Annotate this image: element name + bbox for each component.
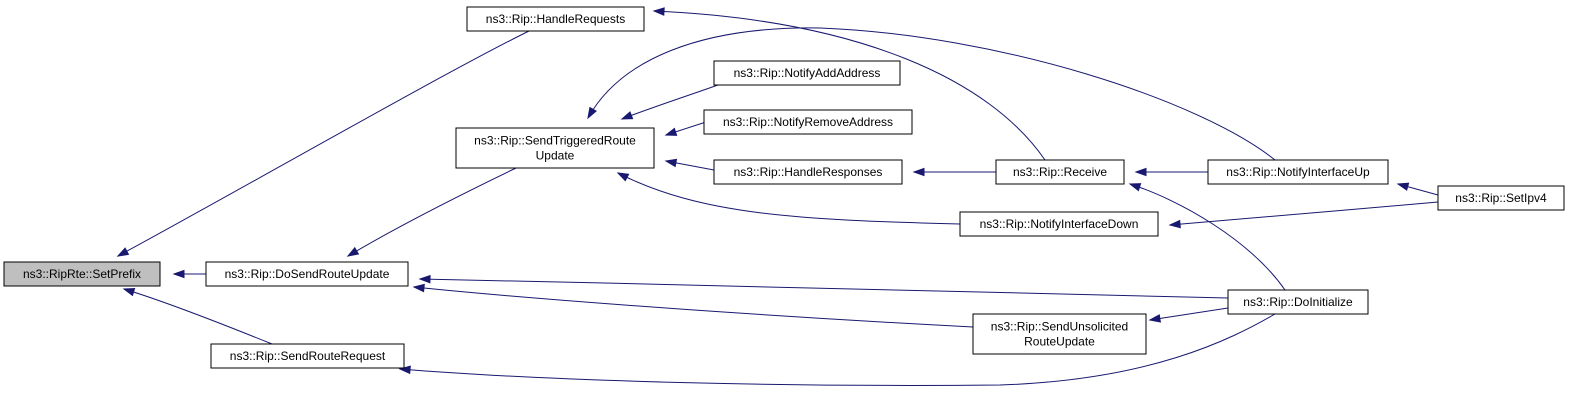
node-box	[1207, 159, 1389, 185]
node-label: ns3::Rip::DoSendRouteUpdate	[225, 267, 390, 281]
node-label: Update	[536, 149, 575, 163]
arrowhead	[620, 111, 634, 120]
edge-line	[653, 10, 1046, 161]
node-box	[1227, 289, 1369, 315]
edge-dosendroute-to-setprefix	[172, 269, 206, 279]
node-label: ns3::Rip::SendRouteRequest	[230, 349, 386, 363]
edge-line	[1129, 183, 1286, 291]
node-box	[3, 261, 161, 287]
node-handleresponses[interactable]: ns3::Rip::HandleResponses	[713, 159, 903, 185]
node-setipv4[interactable]: ns3::Rip::SetIpv4	[1437, 185, 1565, 211]
node-box	[205, 261, 409, 287]
nodes-layer: ns3::RipRte::SetPrefix ns3::Rip::HandleRe…	[3, 6, 1565, 369]
edge-doinitialize-to-sendunsolicited	[1148, 307, 1229, 323]
node-dosendroute[interactable]: ns3::Rip::DoSendRouteUpdate	[205, 261, 409, 287]
edge-doinitialize-to-sendrouterequest	[398, 313, 1276, 386]
edges-layer	[116, 7, 1439, 386]
edge-handlerequests-to-setprefix	[116, 30, 530, 257]
node-label: ns3::Rip::NotifyAddAddress	[734, 66, 881, 80]
arrowhead	[398, 365, 411, 375]
edge-notifyremove-to-sendtriggered	[664, 121, 707, 136]
arrowhead	[652, 7, 665, 16]
node-label: ns3::Rip::NotifyInterfaceUp	[1226, 165, 1370, 179]
edge-notifydown-to-sendtriggered	[616, 172, 961, 225]
node-box	[959, 211, 1159, 237]
node-notifydown[interactable]: ns3::Rip::NotifyInterfaceDown	[959, 211, 1159, 237]
node-label: ns3::Rip::HandleResponses	[734, 165, 883, 179]
node-label: ns3::Rip::Receive	[1013, 165, 1107, 179]
node-box	[972, 313, 1147, 355]
arrowhead	[1128, 183, 1142, 192]
edge-line	[413, 286, 974, 328]
edge-setipv4-to-notifydown	[1168, 201, 1439, 229]
arrowhead	[172, 269, 185, 279]
edge-notifyadd-to-sendtriggered	[620, 84, 719, 120]
edge-line	[399, 313, 1276, 386]
arrowhead	[346, 246, 360, 257]
node-box	[713, 159, 903, 185]
arrowhead	[616, 172, 630, 182]
node-notifyremove[interactable]: ns3::Rip::NotifyRemoveAddress	[703, 109, 913, 135]
edge-line	[617, 172, 961, 225]
arrowhead	[1396, 182, 1410, 191]
node-label: ns3::Rip::HandleRequests	[486, 12, 625, 26]
edge-sendtriggered-to-dosendroute	[346, 167, 517, 257]
arrowhead	[664, 158, 678, 168]
node-label: ns3::Rip::SendTriggeredRoute	[474, 134, 636, 148]
node-box	[995, 159, 1125, 185]
arrowhead	[1148, 314, 1162, 323]
arrowhead	[912, 167, 925, 177]
node-box	[210, 343, 405, 369]
node-receive[interactable]: ns3::Rip::Receive	[995, 159, 1125, 185]
node-handlerequests[interactable]: ns3::Rip::HandleRequests	[466, 6, 645, 32]
edge-notifyup-to-sendtriggered	[587, 27, 1276, 161]
node-notifyadd[interactable]: ns3::Rip::NotifyAddAddress	[713, 60, 901, 86]
edge-setipv4-to-notifyup	[1396, 182, 1439, 196]
node-label: ns3::Rip::SendUnsolicited	[991, 320, 1128, 334]
arrowhead	[116, 247, 130, 257]
arrowhead	[412, 283, 425, 293]
node-sendrouterequest[interactable]: ns3::Rip::SendRouteRequest	[210, 343, 405, 369]
node-label: RouteUpdate	[1024, 335, 1095, 349]
edge-receive-to-handleresponses	[912, 167, 996, 177]
edge-line	[587, 27, 1276, 161]
edge-receive-to-handlerequests	[652, 7, 1046, 161]
node-notifyup[interactable]: ns3::Rip::NotifyInterfaceUp	[1207, 159, 1389, 185]
edge-line	[419, 278, 1229, 299]
node-box	[703, 109, 913, 135]
arrowhead	[418, 274, 431, 284]
arrowhead	[1168, 219, 1181, 229]
edge-line	[123, 288, 273, 345]
node-box	[466, 6, 645, 32]
edge-sendrouterequest-to-setprefix	[122, 287, 273, 345]
arrowhead	[664, 127, 678, 136]
node-box	[1437, 185, 1565, 211]
edge-line	[1169, 201, 1439, 226]
edge-doinitialize-to-dosendroute	[418, 274, 1229, 299]
edge-line	[1149, 307, 1229, 321]
edge-notifyup-to-receive	[1134, 167, 1208, 177]
arrowhead	[587, 106, 597, 120]
node-label: ns3::Rip::NotifyInterfaceDown	[980, 217, 1139, 231]
arrowhead	[122, 287, 136, 297]
node-box	[713, 60, 901, 86]
edge-line	[117, 30, 530, 257]
node-doinitialize[interactable]: ns3::Rip::DoInitialize	[1227, 289, 1369, 315]
node-label: ns3::Rip::DoInitialize	[1243, 295, 1353, 309]
arrowhead	[1134, 167, 1147, 177]
edge-line	[347, 167, 517, 257]
edge-handleresponses-to-sendtriggered	[664, 158, 715, 171]
node-setprefix[interactable]: ns3::RipRte::SetPrefix	[3, 261, 161, 287]
edge-sendunsolicited-to-dosendroute	[412, 283, 974, 328]
edge-doinitialize-to-receive	[1128, 183, 1286, 291]
node-label: ns3::Rip::SetIpv4	[1455, 191, 1547, 205]
node-label: ns3::RipRte::SetPrefix	[23, 267, 141, 281]
node-label: ns3::Rip::NotifyRemoveAddress	[723, 115, 893, 129]
node-box	[455, 127, 655, 169]
